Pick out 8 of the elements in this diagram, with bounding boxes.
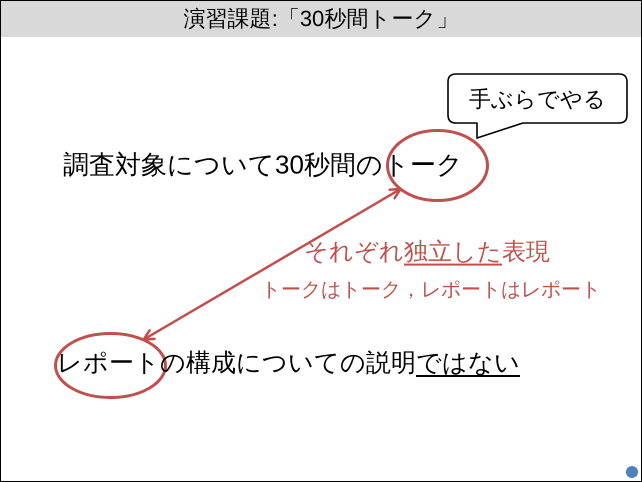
bubble-text: 手ぶらでやる [469, 86, 606, 112]
note-text: それぞれ独立した表現 [304, 238, 550, 268]
title: 演習課題:「30秒間トーク」 [184, 6, 458, 32]
note-text: トークはトーク，レポートはレポート [261, 278, 601, 302]
highlight-ellipse [386, 128, 488, 202]
speech-bubble [447, 73, 628, 139]
double-arrow [142, 188, 402, 341]
statement-text: 調査対象について30秒間のトーク [63, 149, 463, 181]
